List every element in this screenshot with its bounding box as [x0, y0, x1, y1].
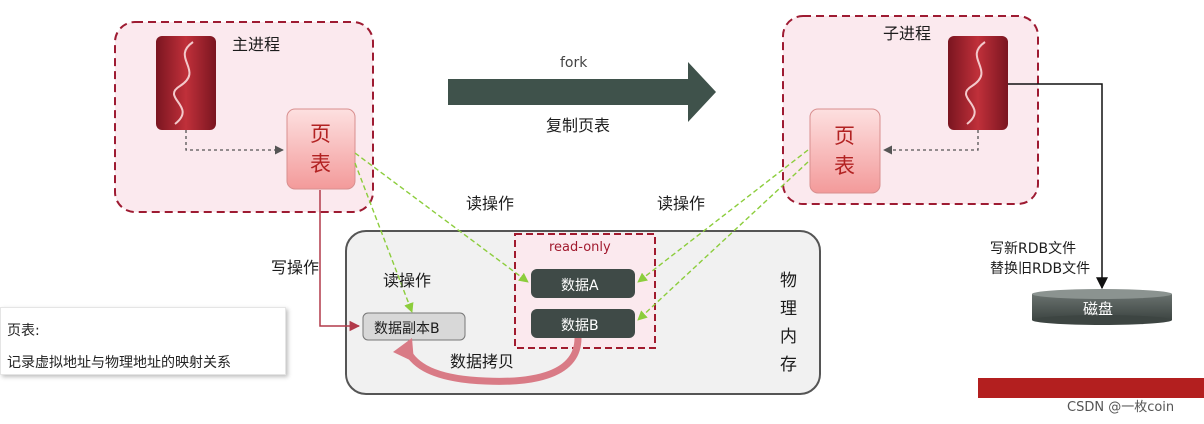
data-b-label: 数据B: [561, 318, 599, 334]
child-process-squiggle-icon: [965, 41, 986, 125]
memory-label-char-4: 存: [780, 355, 797, 375]
fork-caption: 复制页表: [546, 116, 611, 135]
child-map-arrow: [883, 130, 979, 155]
data-a-label: 数据A: [561, 278, 599, 294]
parent-process-label: 主进程: [232, 35, 281, 54]
read-arrow-child-a: [637, 149, 809, 283]
read-arrow-parent-b: [354, 162, 414, 313]
fork-label: fork: [560, 55, 588, 71]
memory-label-char-2: 理: [780, 299, 797, 319]
note-title: 页表:: [7, 323, 40, 339]
child-page-table-char-1: 页: [834, 124, 855, 148]
read-only-label: read-only: [549, 240, 611, 255]
rdb-label-line2: 替换旧RDB文件: [990, 261, 1091, 277]
data-a-box: [531, 269, 635, 298]
data-b-box: [531, 309, 635, 338]
read-label-inner: 读操作: [383, 271, 432, 290]
rdb-write-arrow: [1008, 83, 1108, 290]
parent-page-table-char-1: 页: [310, 122, 331, 146]
note-body: 记录虚拟地址与物理地址的映射关系: [7, 355, 231, 371]
page-table-note: 页表: 记录虚拟地址与物理地址的映射关系: [0, 307, 286, 375]
copy-label: 数据拷贝: [450, 352, 515, 371]
rdb-label-line1: 写新RDB文件: [990, 241, 1077, 257]
copy-arrow-head: [393, 338, 414, 362]
parent-page-table-char-2: 表: [310, 152, 331, 176]
data-b-copy-label: 数据副本B: [374, 321, 440, 337]
write-arrow: [319, 190, 361, 332]
read-label-left: 读操作: [466, 194, 515, 213]
child-process-icon: [948, 36, 1008, 130]
corner-banner: [978, 378, 1204, 398]
disk-top: [1032, 289, 1172, 299]
disk-bottom: [1032, 315, 1172, 325]
parent-process-icon: [156, 36, 216, 130]
copy-arrow: [401, 337, 582, 385]
disk-label: 磁盘: [1083, 300, 1114, 318]
child-process-label: 子进程: [883, 24, 932, 43]
read-arrow-parent-a: [354, 152, 529, 283]
fork-arrow: [448, 62, 716, 122]
child-page-table: [809, 108, 881, 194]
memory-label-char-3: 内: [780, 327, 797, 347]
write-label: 写操作: [271, 258, 320, 277]
data-b-copy-box: [362, 312, 466, 341]
parent-process-squiggle-icon: [173, 41, 194, 125]
read-label-right: 读操作: [657, 194, 706, 213]
parent-page-table: [286, 108, 356, 190]
child-page-table-char-2: 表: [834, 154, 855, 178]
parent-map-arrow: [185, 130, 284, 155]
read-arrow-child-b: [637, 161, 809, 321]
csdn-watermark: CSDN @一枚coin: [1067, 400, 1175, 415]
memory-label-char-1: 物: [780, 271, 797, 291]
